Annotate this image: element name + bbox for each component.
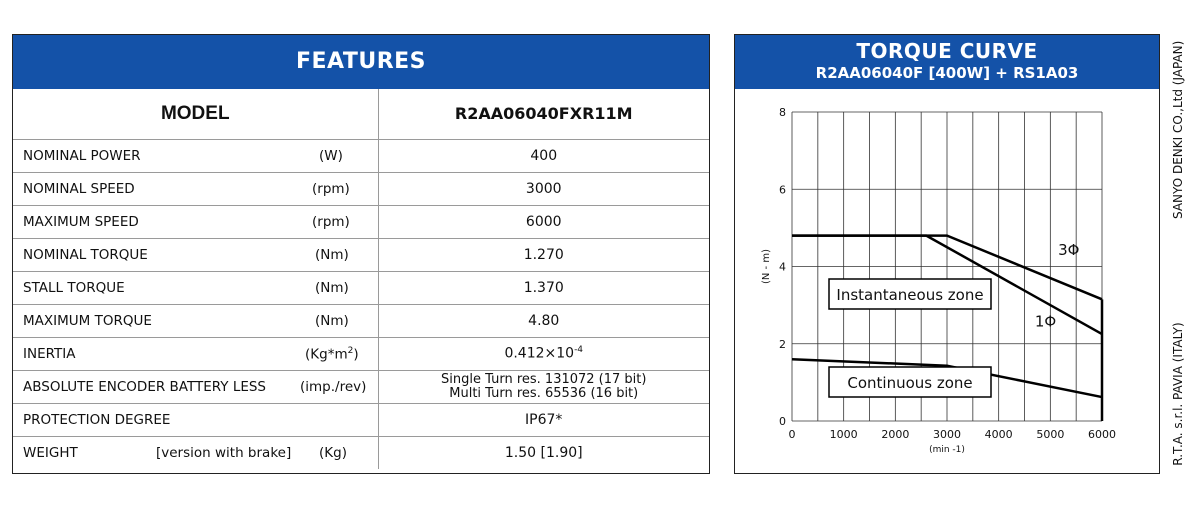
row-unit: (rpm) (312, 213, 350, 230)
row-unit: (Kg*m2) (305, 345, 359, 362)
model-row: MODEL R2AA06040FXR11M (13, 89, 709, 139)
row-value: 0.412×10-4 (377, 336, 709, 370)
y-tick-label: 2 (779, 338, 786, 351)
y-tick-label: 6 (779, 183, 786, 196)
y-tick-label: 4 (779, 261, 786, 274)
row-value: IP67* (377, 402, 709, 436)
table-row: MAXIMUM TORQUE (Nm) 4.80 (13, 303, 709, 337)
row-unit: (Nm) (315, 246, 349, 263)
y-axis-label: (N - m) (761, 249, 772, 284)
model-value: R2AA06040FXR11M (377, 89, 709, 139)
x-tick-label: 0 (789, 428, 796, 441)
row-name: NOMINAL POWER (23, 147, 141, 164)
row-value: 6000 (377, 204, 709, 238)
y-tick-label: 8 (779, 106, 786, 119)
features-panel: FEATURES MODEL R2AA06040FXR11M NOMINAL P… (12, 34, 710, 474)
torque-subtitle: R2AA06040F [400W] + RS1A03 (815, 64, 1079, 82)
x-tick-label: 4000 (985, 428, 1013, 441)
row-value: 4.80 (377, 303, 709, 337)
row-unit: (Kg) (319, 444, 347, 461)
row-unit: (Nm) (315, 312, 349, 329)
x-tick-label: 5000 (1036, 428, 1064, 441)
torque-panel: TORQUE CURVE R2AA06040F [400W] + RS1A03 … (734, 34, 1160, 474)
row-value: 1.270 (377, 237, 709, 271)
row-name: ABSOLUTE ENCODER BATTERY LESS (23, 378, 267, 395)
instantaneous-zone-label: Instantaneous zone (836, 286, 983, 304)
y-tick-label: 0 (779, 415, 786, 428)
row-value: 400 (377, 138, 709, 172)
table-row-weight: WEIGHT [version with brake] (Kg) 1.50 [1.9… (13, 435, 709, 469)
row-note: [version with brake] (156, 444, 292, 461)
row-value: 1.50 [1.90] (377, 435, 709, 469)
row-name: WEIGHT (23, 444, 78, 461)
row-value: Single Turn res. 131072 (17 bit)Multi Tu… (377, 369, 709, 403)
row-unit: (W) (319, 147, 343, 164)
instantaneous-zone-box (828, 278, 992, 310)
continuous-zone-label: Continuous zone (847, 374, 972, 392)
continuous-zone-box (828, 366, 992, 398)
row-value: 1.370 (377, 270, 709, 304)
x-axis-label: (min -1) (929, 445, 965, 455)
row-name: MAXIMUM SPEED (23, 213, 139, 230)
distributor-text: R.T.A. s.r.l. PAVIA (ITALY) (1171, 322, 1185, 466)
torque-title-band: TORQUE CURVE R2AA06040F [400W] + RS1A03 (735, 35, 1159, 89)
row-name: PROTECTION DEGREE (23, 411, 171, 428)
table-row: MAXIMUM SPEED (rpm) 6000 (13, 204, 709, 238)
torque-chart: 0 1000 2000 3000 4000 5000 6000 0 2 4 6 8 (min -1) (N… (761, 106, 1116, 455)
features-title: FEATURES (13, 35, 709, 89)
row-name: NOMINAL SPEED (23, 180, 135, 197)
table-row: NOMINAL SPEED (rpm) 3000 (13, 171, 709, 205)
row-value: 3000 (377, 171, 709, 205)
row-unit: (rpm) (312, 180, 350, 197)
series-line (792, 234, 1103, 336)
x-tick-label: 6000 (1088, 428, 1116, 441)
x-tick-label: 1000 (830, 428, 858, 441)
table-row: PROTECTION DEGREE IP67* (13, 402, 709, 436)
row-name: INERTIA (23, 345, 76, 362)
row-name: STALL TORQUE (23, 279, 125, 296)
model-label: MODEL (160, 102, 230, 124)
series-label-1phase: 1Φ (1035, 312, 1056, 330)
torque-title: TORQUE CURVE (856, 39, 1038, 63)
table-row: STALL TORQUE (Nm) 1.370 (13, 270, 709, 304)
row-unit: (imp./rev) (300, 378, 367, 395)
row-unit: (Nm) (315, 279, 349, 296)
x-tick-label: 3000 (933, 428, 961, 441)
table-row: NOMINAL POWER (W) 400 (13, 138, 709, 172)
series-label-3phase: 3Φ (1058, 241, 1079, 259)
row-name: MAXIMUM TORQUE (23, 312, 152, 329)
row-name: NOMINAL TORQUE (23, 246, 148, 263)
table-row-inertia: INERTIA (Kg*m2) 0.412×10-4 (13, 336, 709, 370)
series-line (791, 357, 1103, 399)
table-row-encoder: ABSOLUTE ENCODER BATTERY LESS(imp./rev) … (13, 369, 709, 403)
table-row: NOMINAL TORQUE (Nm) 1.270 (13, 237, 709, 271)
features-table: MODEL R2AA06040FXR11M NOMINAL POWER (W) 4… (13, 89, 709, 469)
manufacturer-text: SANYO DENKI CO.,Ltd (JAPAN) (1171, 40, 1185, 219)
x-tick-label: 2000 (881, 428, 909, 441)
